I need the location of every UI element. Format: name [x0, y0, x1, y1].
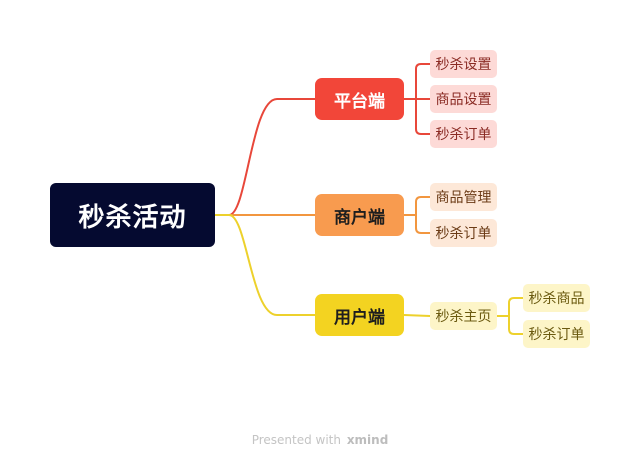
footer-credit: Presented with xmind [0, 433, 640, 447]
footer-prefix: Presented with [251, 433, 341, 447]
branch-merchant[interactable]: 商户端 [315, 194, 404, 236]
topic-platform-seckill-orders[interactable]: 秒杀订单 [430, 120, 497, 148]
branch-platform[interactable]: 平台端 [315, 78, 404, 120]
topic-user-seckill-home[interactable]: 秒杀主页 [430, 302, 497, 330]
topic-platform-seckill-settings[interactable]: 秒杀设置 [430, 50, 497, 78]
xmind-logo-text: xmind [346, 433, 389, 447]
topic-merchant-seckill-orders[interactable]: 秒杀订单 [430, 219, 497, 247]
connector-root-branch-0 [214, 98, 316, 216]
connector-grandchild-2-0-1 [508, 315, 524, 335]
connector-grandchild-2-0-0 [508, 297, 524, 317]
connector-branch-1-child-1 [415, 214, 431, 234]
connector-branch-2-child-0 [403, 314, 431, 317]
topic-user-seckill-orders[interactable]: 秒杀订单 [523, 320, 590, 348]
connector-branch-1-child-0 [415, 196, 431, 216]
root-topic[interactable]: 秒杀活动 [50, 183, 215, 247]
topic-merchant-product-management[interactable]: 商品管理 [430, 183, 497, 211]
branch-user[interactable]: 用户端 [315, 294, 404, 336]
connector-root-branch-2 [214, 214, 316, 316]
topic-platform-product-settings[interactable]: 商品设置 [430, 85, 497, 113]
connector-branch-0-child-2 [415, 98, 431, 135]
topic-user-seckill-products[interactable]: 秒杀商品 [523, 284, 590, 312]
connector-branch-0-child-0 [415, 63, 431, 100]
